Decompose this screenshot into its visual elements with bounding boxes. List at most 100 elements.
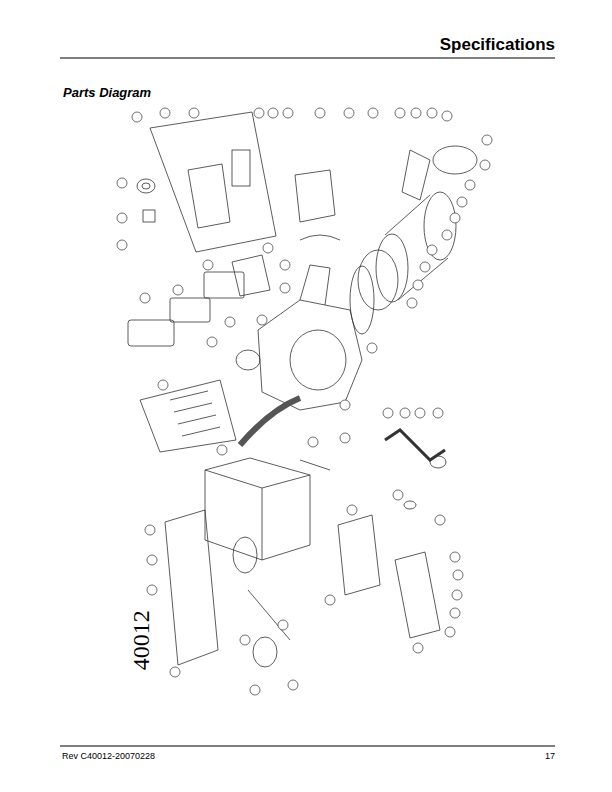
- callout-circle: [427, 245, 437, 255]
- callout-circle: [433, 408, 443, 418]
- callout-circle: [411, 108, 421, 118]
- callout-circle: [158, 380, 168, 390]
- frame: [205, 458, 310, 560]
- callout-circle: [368, 108, 378, 118]
- muffler-shield: [140, 380, 236, 452]
- callout-circle: [132, 112, 142, 122]
- callout-circle: [450, 552, 460, 562]
- header-rule: [60, 58, 555, 59]
- callout-circle: [288, 680, 298, 690]
- cylinder-head: [300, 265, 330, 305]
- wheel: [233, 537, 257, 573]
- callout-circle: [420, 262, 430, 272]
- brush-holder: [402, 150, 430, 200]
- handle-grip: [430, 456, 446, 468]
- rotor: [358, 250, 398, 310]
- bolt: [404, 501, 416, 509]
- callout-circle: [453, 570, 463, 580]
- air-filter: [295, 170, 335, 222]
- callout-circle: [280, 283, 290, 293]
- callout-circle: [435, 515, 445, 525]
- bracket-part: [170, 298, 210, 322]
- callout-circle: [225, 317, 235, 327]
- wire: [300, 460, 330, 470]
- stator-end: [376, 234, 408, 302]
- avr-box: [204, 272, 244, 298]
- callout-circle: [280, 260, 290, 270]
- callout-circle: [400, 408, 410, 418]
- callout-circle: [117, 178, 127, 188]
- frame-tubes: [205, 470, 310, 560]
- callout-circle: [140, 293, 150, 303]
- callout-circle: [344, 108, 354, 118]
- diagram-title: Parts Diagram: [63, 86, 151, 100]
- callout-circle: [145, 525, 155, 535]
- carburetor: [236, 350, 260, 370]
- callout-circle: [413, 280, 423, 290]
- callout-circle: [393, 490, 403, 500]
- callout-circle: [117, 213, 127, 223]
- callout-circle: [457, 197, 467, 207]
- callout-circle: [367, 343, 377, 353]
- exhaust-pipe: [240, 398, 300, 445]
- stator-body: [385, 195, 448, 300]
- mount-strip: [395, 552, 440, 638]
- page-number: 17: [545, 752, 555, 762]
- callout-circle: [283, 108, 293, 118]
- battery-box: [128, 320, 174, 346]
- ring-part: [142, 183, 150, 189]
- callout-circle: [173, 285, 183, 295]
- callout-circle: [445, 627, 455, 637]
- callout-circle: [480, 160, 490, 170]
- callout-circle: [170, 667, 180, 677]
- callout-circle: [383, 408, 393, 418]
- callout-circle: [207, 337, 217, 347]
- callout-circle: [450, 213, 460, 223]
- stator-end: [424, 192, 456, 260]
- callout-circle: [415, 408, 425, 418]
- callout-circle: [278, 620, 288, 630]
- switch-part: [143, 210, 155, 222]
- handle: [385, 430, 445, 460]
- callout-circle: [465, 180, 475, 190]
- callout-circle: [395, 108, 405, 118]
- callout-circle: [263, 243, 273, 253]
- callout-circle: [160, 108, 170, 118]
- side-cover: [165, 510, 218, 665]
- ring-part: [137, 179, 155, 193]
- callout-circle: [147, 555, 157, 565]
- callout-circle: [442, 111, 452, 121]
- callout-circle: [407, 298, 417, 308]
- fan: [350, 266, 374, 334]
- callout-circle: [413, 643, 423, 653]
- callout-circle: [240, 635, 250, 645]
- callout-circle: [452, 590, 462, 600]
- callout-circle: [147, 585, 157, 595]
- revision-footer: Rev C40012-20070228: [62, 752, 155, 762]
- wheel: [253, 637, 277, 667]
- callout-circle: [315, 108, 325, 118]
- callout-circle: [427, 108, 437, 118]
- callout-circle: [203, 260, 213, 270]
- fuel-plate: [338, 515, 380, 595]
- callout-circle: [347, 505, 357, 515]
- axle: [248, 590, 290, 640]
- callout-circle: [308, 437, 318, 447]
- panel-breaker: [232, 150, 250, 186]
- callout-circle: [268, 108, 278, 118]
- hose: [300, 235, 340, 240]
- page-header: Specifications: [440, 36, 555, 55]
- callout-circle: [189, 108, 199, 118]
- model-number: 40012: [128, 610, 154, 670]
- callout-circle: [340, 433, 350, 443]
- callout-circle: [254, 108, 264, 118]
- end-cover: [433, 146, 477, 174]
- callout-circle: [340, 400, 350, 410]
- mount-part: [232, 255, 270, 296]
- footer-rule: [60, 746, 555, 747]
- panel-outlet: [188, 164, 230, 228]
- callout-circle: [325, 595, 335, 605]
- callout-circle: [442, 230, 452, 240]
- engine-cover: [290, 330, 346, 390]
